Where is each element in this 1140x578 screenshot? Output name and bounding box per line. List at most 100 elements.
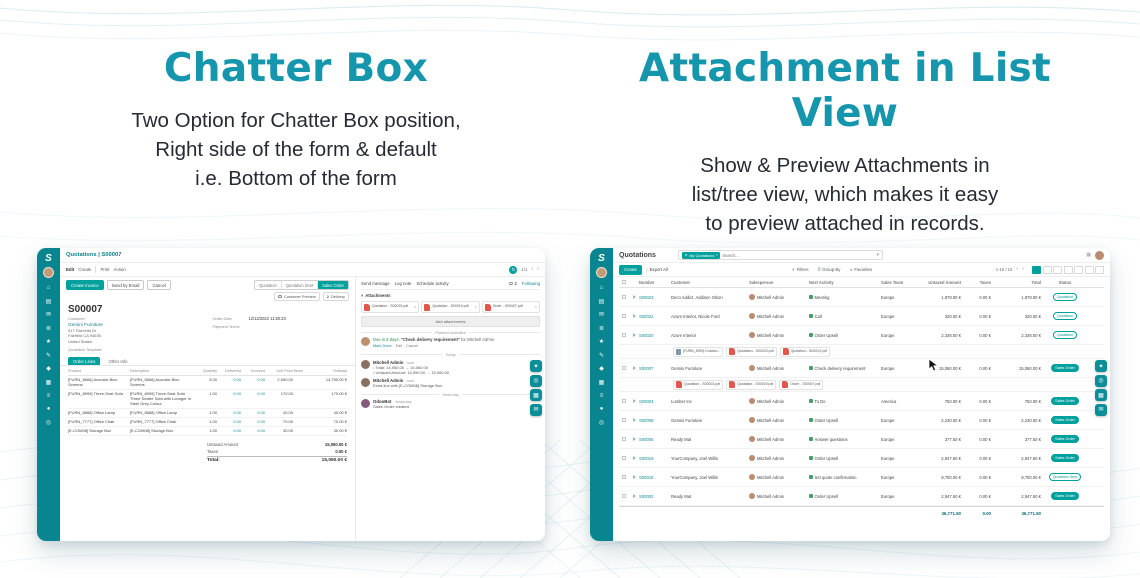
print-menu[interactable]: Print — [100, 267, 110, 272]
order-line-row[interactable]: [FURN_8999] Three-Seat Sofa [FURN_8999] … — [68, 390, 347, 409]
tab-order-lines[interactable]: Order Lines — [68, 357, 101, 366]
col-number[interactable]: Number — [639, 279, 655, 285]
send-by-email-button[interactable]: Send by Email — [106, 280, 145, 290]
col-taxes[interactable]: Taxes — [979, 279, 991, 285]
close-icon[interactable]: × — [715, 253, 718, 257]
pencil-icon[interactable]: ✎ — [45, 352, 52, 359]
step-sales-order[interactable]: Sales Order — [317, 281, 348, 289]
select-all-checkbox[interactable] — [622, 280, 626, 284]
next-activity-cell[interactable]: Order Upsell — [809, 456, 881, 461]
attachment-toggle-icon[interactable] — [629, 399, 639, 403]
mail-icon[interactable]: ✉ — [45, 312, 52, 319]
order-line-row[interactable]: [FURN_8888] Office Lamp [FURN_8888] Offi… — [68, 409, 347, 418]
attachment-toggle-icon[interactable] — [629, 333, 639, 337]
invoiced-cell[interactable]: 0.00 — [257, 410, 265, 416]
chevron-down-icon[interactable]: ▾ — [876, 252, 879, 258]
attachment-toggle-icon[interactable] — [629, 418, 639, 422]
ring-icon[interactable]: ◎ — [598, 420, 605, 427]
attachment-toggle-icon[interactable] — [629, 475, 639, 479]
chat-icon[interactable]: ✉ — [1095, 403, 1107, 416]
chevron-down-icon[interactable]: ▾ — [361, 292, 364, 298]
delivered-cell[interactable]: 0.00 — [233, 419, 241, 425]
order-line-row[interactable]: [FURN_7777] Office Chair [FURN_7777] Off… — [68, 418, 347, 427]
attachment-toggle-icon[interactable] — [629, 437, 639, 441]
search-icon[interactable]: ◎ — [530, 374, 542, 387]
user-avatar[interactable] — [1095, 250, 1104, 260]
order-number[interactable]: S00019 — [639, 455, 654, 461]
message-author[interactable]: Mitchell Admin — [373, 359, 404, 365]
order-number[interactable]: S00002 — [639, 493, 654, 499]
quotation-row[interactable]: S00002 Ready Mat Mitchell Admin Order Up… — [619, 487, 1104, 506]
breadcrumb[interactable]: Quotations | S00007 — [66, 252, 122, 258]
pivot-view-icon[interactable] — [1053, 265, 1062, 274]
attachment-toggle-icon[interactable] — [629, 314, 639, 318]
export-all-button[interactable]: ↑ Export All — [646, 267, 668, 272]
delivered-cell[interactable]: 0.00 — [233, 410, 241, 416]
row-checkbox[interactable] — [622, 333, 626, 337]
order-line-row[interactable]: [FURN_6666] Acoustic Bloc Screens [FURN_… — [68, 376, 347, 390]
close-icon[interactable]: × — [474, 303, 477, 309]
cancel-activity-button[interactable]: Cancel — [406, 343, 418, 348]
kanban-view-icon[interactable] — [1042, 265, 1052, 274]
prev-page-icon[interactable]: ‹ — [531, 265, 534, 272]
attachment-chip[interactable]: Order - S00007.pdf × — [481, 301, 540, 313]
attachment-chip[interactable]: Order - S00007.pdf — [779, 379, 824, 390]
col-status[interactable]: Status — [1058, 279, 1072, 285]
diamond-icon[interactable]: ◆ — [599, 366, 604, 373]
menu-icon[interactable]: ≡ — [599, 392, 604, 399]
order-number[interactable]: S00005 — [639, 436, 654, 442]
invoiced-cell[interactable]: 0.00 — [257, 428, 265, 434]
row-checkbox[interactable] — [622, 456, 626, 460]
order-number[interactable]: S00020 — [639, 332, 654, 338]
mark-done-button[interactable]: Mark Done — [373, 343, 392, 348]
cancel-button[interactable]: Cancel — [147, 280, 171, 290]
next-activity-cell[interactable]: Order Upsell — [809, 494, 881, 499]
customer-preview-button[interactable]: Customer Preview — [274, 292, 320, 301]
graph-view-icon[interactable] — [1063, 265, 1073, 274]
message-author[interactable]: OdooBot — [373, 399, 392, 405]
delivery-button[interactable]: 2 Delivery — [322, 292, 349, 301]
create-invoice-button[interactable]: Create Invoice — [66, 280, 104, 290]
create-button[interactable]: Create — [78, 267, 92, 272]
order-number[interactable]: S00022 — [639, 313, 654, 319]
app-logo[interactable]: S — [598, 253, 605, 264]
attachment-toggle-icon[interactable] — [629, 295, 639, 299]
order-number[interactable]: S00007 — [639, 365, 654, 371]
create-button[interactable]: Create — [619, 264, 642, 275]
next-activity-cell[interactable]: Answer questions — [809, 437, 881, 442]
next-activity-cell[interactable]: Call — [809, 314, 881, 319]
customer-link[interactable]: Gemini Furniture — [68, 322, 103, 327]
col-next-activity[interactable]: Next Activity — [809, 279, 834, 285]
activity-view-icon[interactable] — [1095, 265, 1104, 274]
diamond-icon[interactable]: ◆ — [46, 366, 51, 373]
attachment-chip[interactable]: [FURN_8999] Custom... — [673, 346, 724, 357]
quotation-row[interactable]: S00008 Gemini Furniture Mitchell Admin O… — [619, 411, 1104, 430]
col-total[interactable]: Total — [1031, 279, 1041, 285]
next-page-icon[interactable]: › — [1022, 265, 1024, 272]
next-activity-cell[interactable]: Meeting — [809, 295, 881, 300]
row-checkbox[interactable] — [622, 399, 626, 403]
attachment-chip[interactable]: Quotation - S00023.pdf — [673, 379, 724, 390]
next-activity-cell[interactable]: Check delivery requirement — [809, 366, 881, 371]
tab-other-info[interactable]: Other Info — [108, 358, 128, 364]
sparkle-icon[interactable]: ✦ — [1095, 360, 1107, 372]
next-activity-cell[interactable]: To Do — [809, 399, 881, 404]
order-number[interactable]: S00004 — [639, 398, 654, 404]
next-activity-cell[interactable]: Order Upsell — [809, 418, 881, 423]
order-number[interactable]: S00008 — [639, 417, 654, 423]
screens-icon[interactable]: ▤ — [45, 298, 52, 305]
group-by-button[interactable]: ≣Group By — [817, 267, 840, 272]
filters-button[interactable]: ▼Filters — [791, 267, 808, 272]
log-note-button[interactable]: Log note — [394, 281, 412, 286]
following-button[interactable]: Following — [521, 281, 540, 286]
apps-grid-icon[interactable]: ▦ — [1086, 252, 1091, 258]
edit-button[interactable]: Edit — [66, 267, 75, 272]
attachment-chip[interactable]: Quotation - S00019.pdf — [779, 346, 830, 357]
attachment-chip[interactable]: Quotation - S00023.pdf — [726, 346, 777, 357]
close-icon[interactable]: × — [534, 303, 537, 309]
row-checkbox[interactable] — [622, 366, 626, 370]
attachment-toggle-icon[interactable] — [629, 456, 639, 460]
next-activity-cell[interactable]: Order Upsell — [809, 333, 881, 338]
ring-icon[interactable]: ◎ — [45, 420, 52, 427]
quotation-row[interactable]: S00004 Lumber Inc Mitchell Admin To Do A… — [619, 392, 1104, 411]
